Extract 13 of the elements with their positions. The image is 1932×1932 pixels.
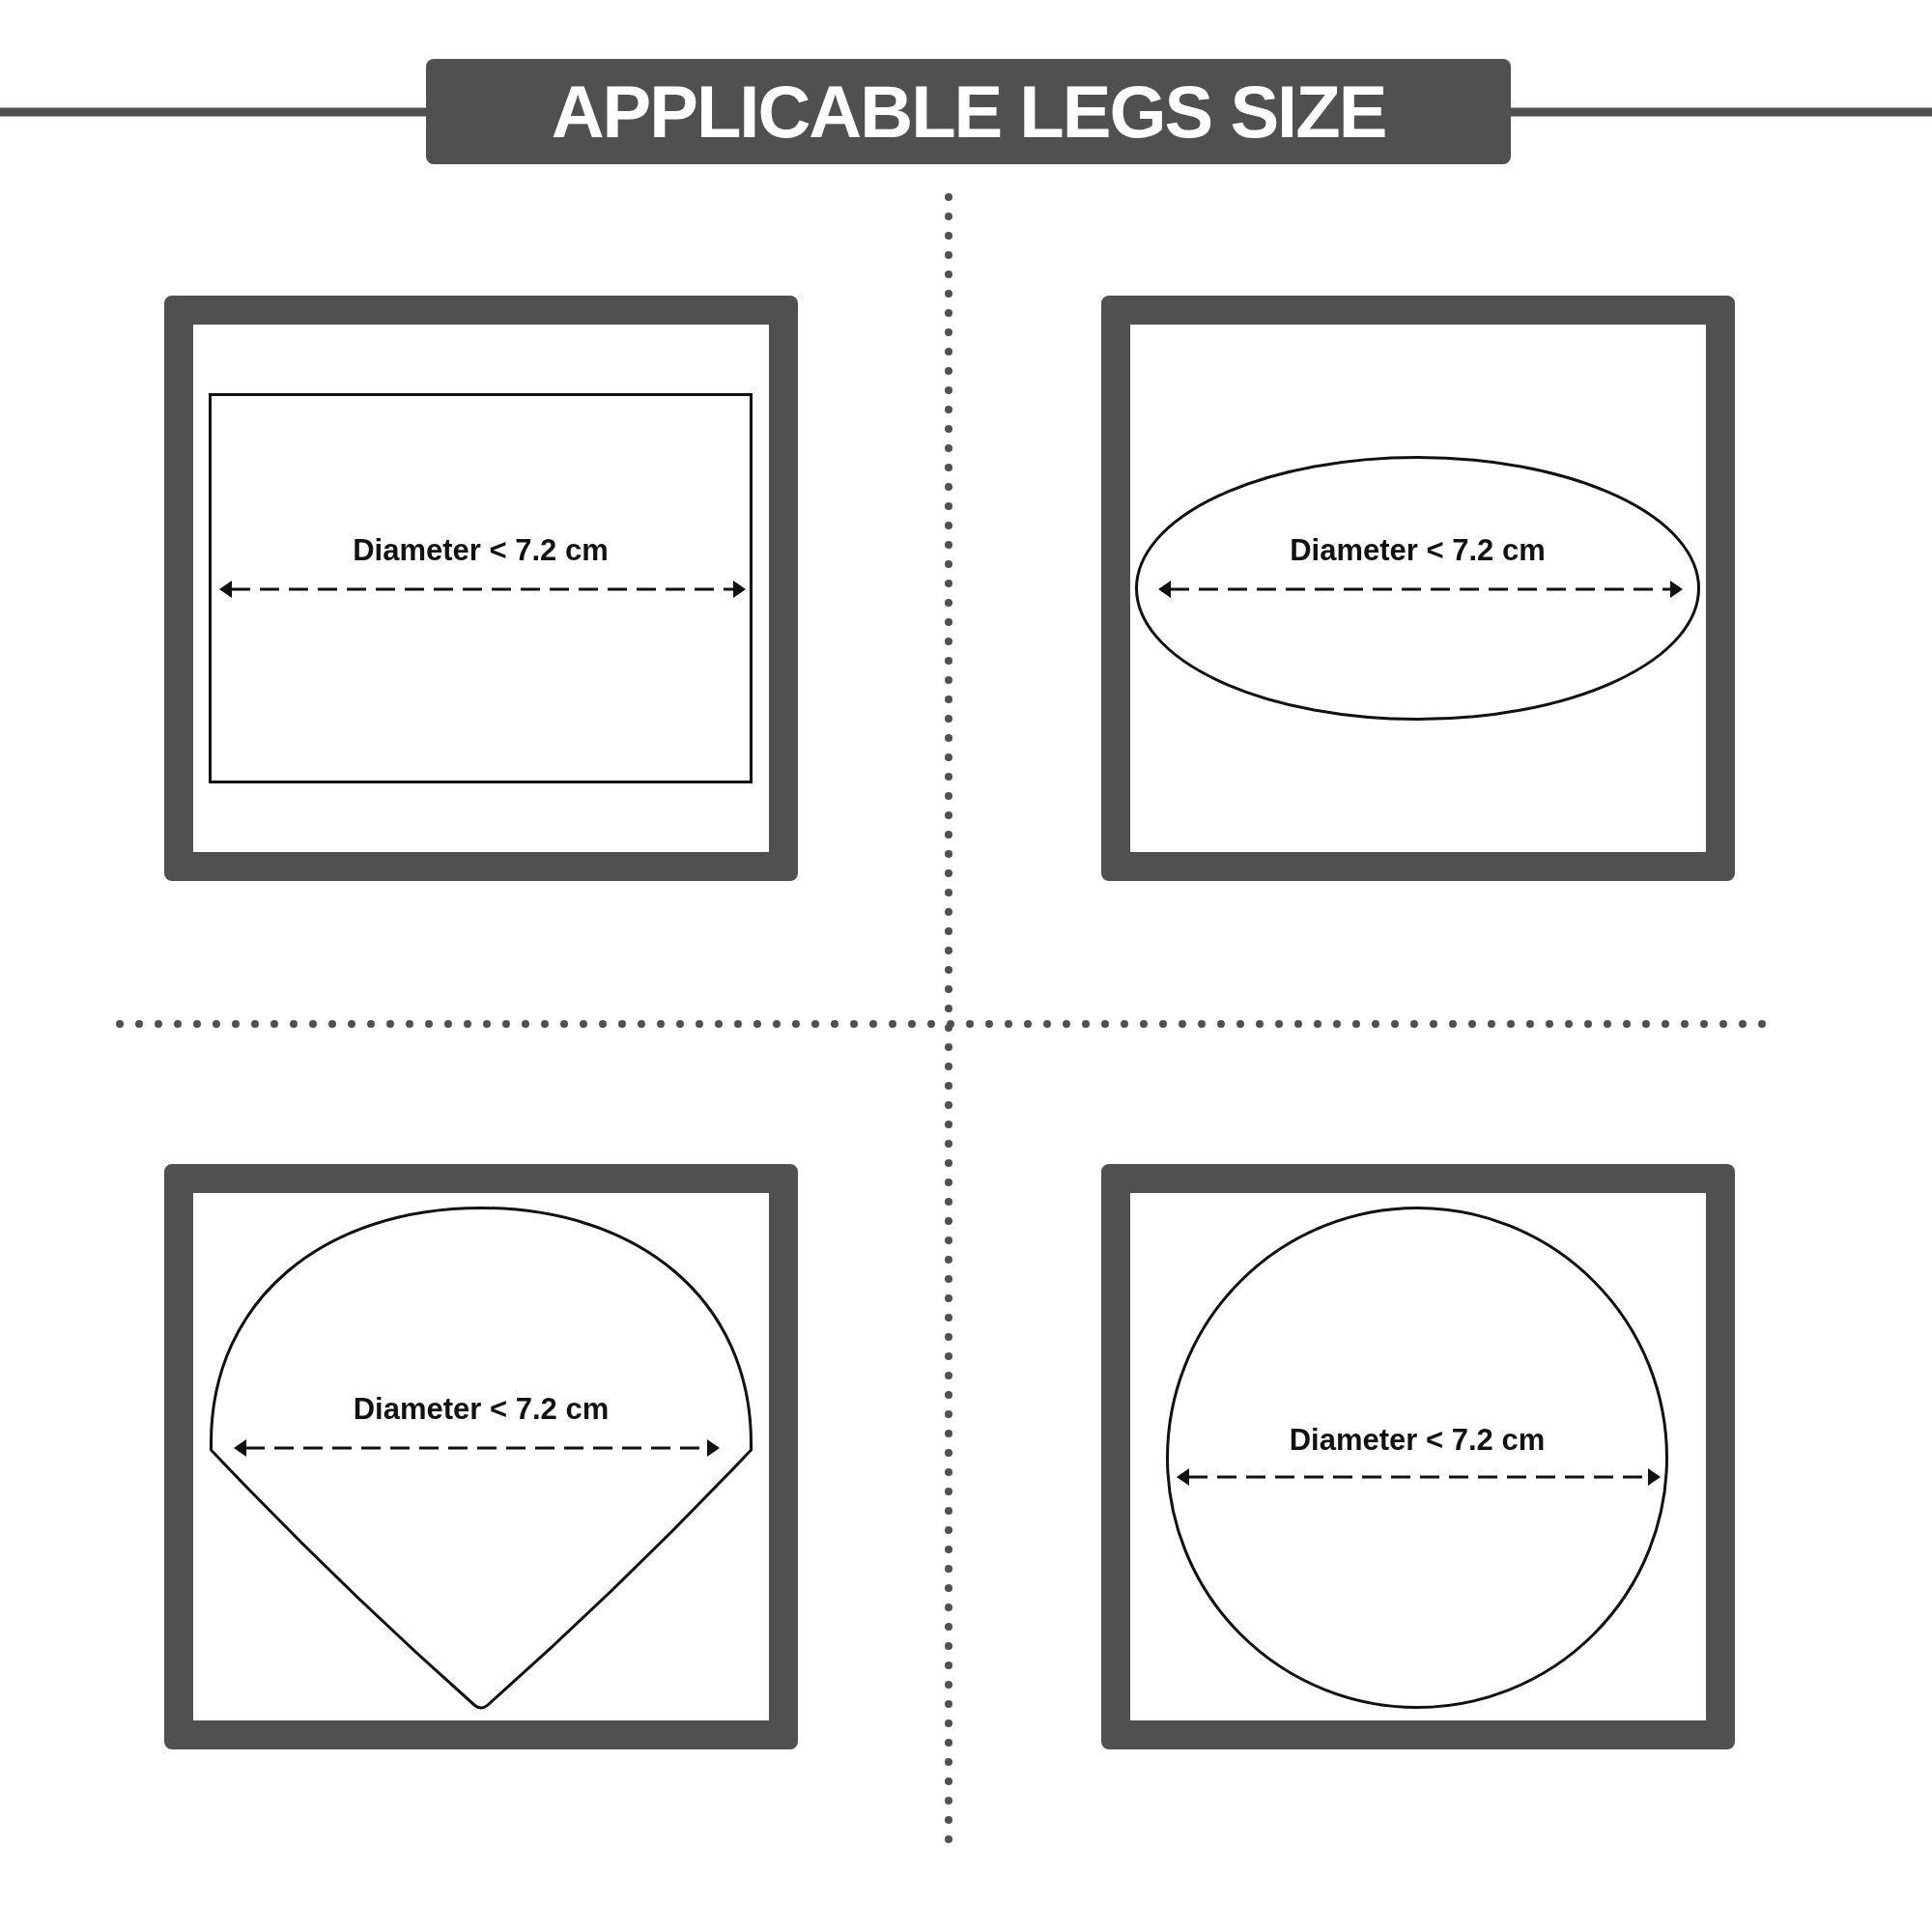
oval-shape <box>1135 456 1700 721</box>
frame-box <box>164 1164 798 1749</box>
frame-box <box>1101 1164 1735 1749</box>
rectangle-shape <box>209 393 753 783</box>
dimension-label: Diameter < 7.2 cm <box>352 1392 611 1427</box>
dimension-label: Diameter < 7.2 cm <box>352 533 610 568</box>
frame-box <box>164 296 798 881</box>
title-banner: APPLICABLE LEGS SIZE <box>426 59 1511 164</box>
circle-shape <box>1166 1207 1668 1709</box>
dimension-label: Diameter < 7.2 cm <box>1289 533 1547 568</box>
dimension-label: Diameter < 7.2 cm <box>1288 1423 1547 1458</box>
teardrop-shape <box>210 1207 753 1710</box>
frame-box <box>1101 296 1735 881</box>
